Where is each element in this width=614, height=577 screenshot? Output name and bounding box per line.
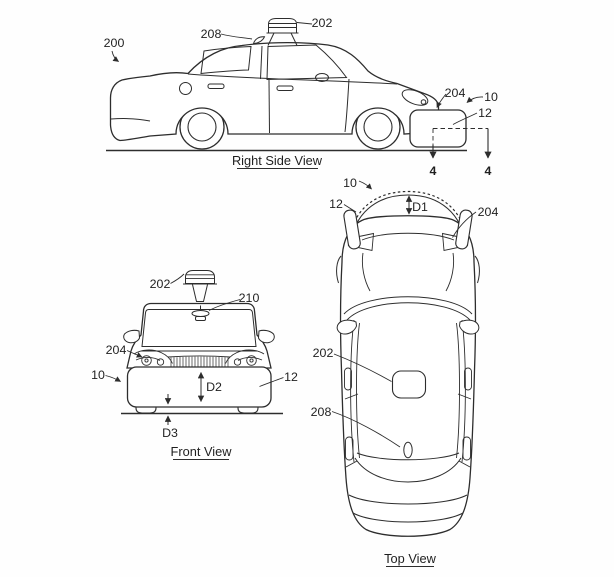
side-sensor-dome (266, 18, 299, 46)
top-door-handles (344, 367, 472, 461)
side-label-200: 200 (104, 36, 125, 50)
top-leaders (331, 180, 477, 448)
top-label-208: 208 (311, 405, 332, 419)
front-label-12: 12 (284, 370, 298, 384)
side-wheels (179, 104, 401, 150)
side-label-12: 12 (478, 106, 492, 120)
right-side-view: 200 208 202 204 10 12 4 4 Right Side Vie… (104, 16, 498, 178)
front-bumper-unit (126, 366, 272, 408)
front-label-202: 202 (150, 277, 171, 291)
front-label-204: 204 (106, 343, 127, 357)
section-label-4-right: 4 (485, 164, 492, 178)
front-view: 202 210 204 10 12 D2 D3 Front View (91, 270, 298, 460)
front-label-d3: D3 (162, 426, 178, 440)
top-view-caption: Top View (384, 551, 436, 566)
side-antenna-fin (252, 36, 266, 45)
top-label-d1: D1 (412, 200, 428, 214)
front-tires (135, 402, 259, 414)
front-mirrors (123, 329, 275, 344)
front-sensor-dome (183, 270, 217, 302)
front-dimensions (164, 371, 205, 425)
side-label-204: 204 (445, 86, 466, 100)
top-roof-sensor (391, 370, 427, 399)
front-car-body (126, 302, 272, 369)
side-leaders (111, 22, 484, 125)
front-windshield (141, 309, 257, 352)
top-rear-details (348, 452, 468, 523)
top-label-202: 202 (313, 346, 334, 360)
front-leaders (105, 273, 284, 387)
side-label-202: 202 (312, 16, 333, 30)
section-line-4-4 (429, 128, 492, 159)
front-label-d2: D2 (206, 380, 222, 394)
top-windshield (343, 296, 473, 321)
top-front-wheel-bulges (336, 255, 480, 284)
front-interior-sensor (191, 305, 210, 321)
side-view-caption: Right Side View (232, 153, 323, 168)
section-label-4-left: 4 (430, 164, 437, 178)
top-label-12: 12 (329, 197, 343, 211)
top-bumper-unit (343, 190, 473, 250)
front-label-10: 10 (91, 368, 105, 382)
front-label-210: 210 (239, 291, 260, 305)
side-car-details (110, 44, 429, 134)
side-rear-rim (187, 112, 217, 142)
top-antenna (403, 441, 413, 459)
top-mirrors (336, 319, 480, 335)
top-view: 10 12 D1 204 202 208 Top View (311, 176, 499, 567)
side-front-rim (363, 112, 393, 142)
side-label-208: 208 (201, 27, 222, 41)
top-label-10: 10 (343, 176, 357, 190)
top-label-204: 204 (478, 205, 499, 219)
front-view-caption: Front View (171, 444, 233, 459)
side-label-10: 10 (484, 90, 498, 104)
